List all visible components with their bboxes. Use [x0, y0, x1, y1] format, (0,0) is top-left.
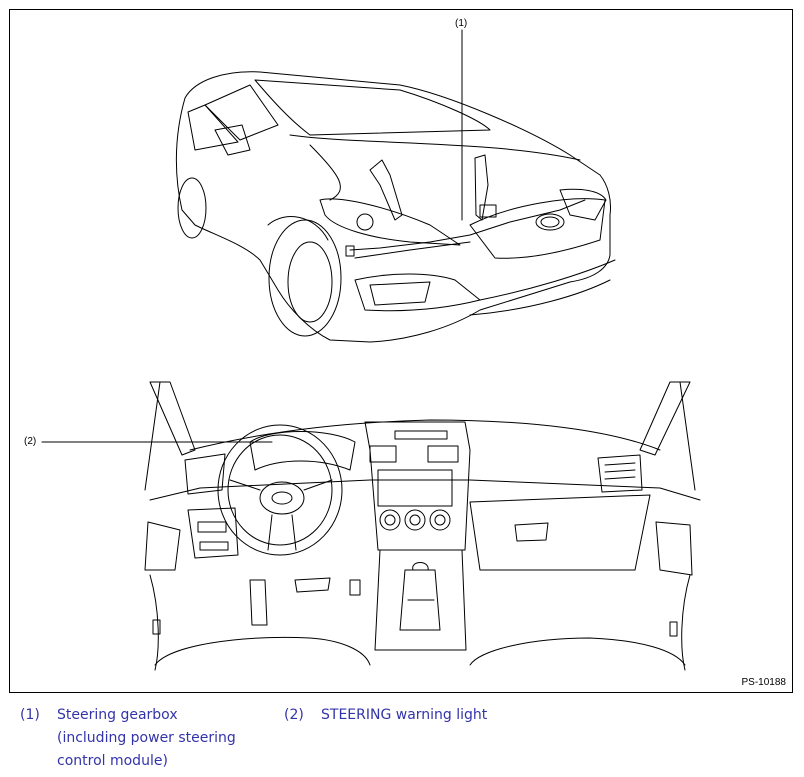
legend-item-1-num: (1) — [20, 707, 40, 723]
callout-1-label: (1) — [455, 18, 468, 29]
legend-item-2-text: STEERING warning light — [321, 707, 488, 723]
callout-2-label: (2) — [24, 436, 37, 447]
figure-id: PS-10188 — [741, 677, 786, 688]
legend-item-1: (1) Steering gearbox (including power st… — [20, 704, 247, 773]
car-exterior-drawing — [175, 71, 616, 343]
vehicle-illustration — [41, 29, 701, 671]
legend-item-2: (2) STEERING warning light — [284, 704, 621, 727]
legend-item-2-num: (2) — [284, 707, 304, 723]
legend-item-1-text: Steering gearbox (including power steeri… — [57, 707, 236, 769]
diagram-frame: (1) (2) PS-10188 — [9, 9, 793, 693]
dashboard-drawing — [144, 381, 701, 671]
